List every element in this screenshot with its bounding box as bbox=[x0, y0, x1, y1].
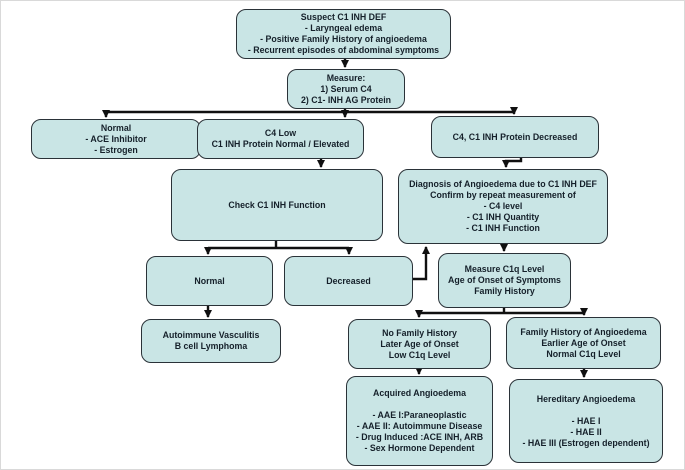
node-c4-c1-decreased: C4, C1 INH Protein Decreased bbox=[431, 116, 599, 158]
node-text-line: Measure: bbox=[326, 72, 366, 83]
node-suspect-c1-inh-def: Suspect C1 INH DEF - Laryngeal edema - P… bbox=[236, 9, 451, 59]
node-function-normal: Normal bbox=[146, 256, 273, 306]
node-normal-ace-estrogen: Normal - ACE Inhibitor - Estrogen bbox=[31, 119, 201, 159]
node-text-line: - Positive Family History of angioedema bbox=[260, 34, 427, 44]
node-text-line: Low C1q Level bbox=[388, 349, 451, 360]
node-check-c1-inh-function: Check C1 INH Function bbox=[171, 169, 383, 241]
node-text-line: Check C1 INH Function bbox=[228, 199, 326, 210]
node-text-line: C1 INH Protein Normal / Elevated bbox=[211, 139, 350, 149]
node-hereditary-angioedema: Hereditary Angioedema - HAE I - HAE II -… bbox=[509, 379, 663, 463]
node-text-line: Hereditary Angioedema bbox=[536, 393, 636, 404]
node-function-decreased: Decreased bbox=[284, 256, 413, 306]
node-text-line: Acquired Angioedema bbox=[372, 388, 467, 398]
node-text-line: Normal bbox=[100, 122, 132, 133]
node-diagnosis-c1-inh-def: Diagnosis of Angioedema due to C1 INH DE… bbox=[398, 169, 608, 244]
node-text-line: - AAE I:Paraneoplastic bbox=[372, 410, 467, 420]
node-text-line: B cell Lymphoma bbox=[174, 341, 248, 351]
node-autoimmune-vasculitis: Autoimmune Vasculitis B cell Lymphoma bbox=[141, 319, 281, 363]
node-text-line: - ACE Inhibitor bbox=[85, 133, 147, 144]
node-text-line: Normal C1q Level bbox=[546, 348, 621, 359]
node-text-line: Later Age of Onset bbox=[380, 338, 459, 349]
node-text-line: 2) C1- INH AG Protein bbox=[300, 94, 392, 105]
node-c4-low: C4 Low C1 INH Protein Normal / Elevated bbox=[197, 119, 364, 159]
node-text-line: - Sex Hormone Dependent bbox=[364, 443, 475, 453]
node-text-line: - Estrogen bbox=[94, 144, 138, 155]
node-text-line: C4 Low bbox=[264, 128, 297, 138]
node-measure-c1q: Measure C1q Level Age of Onset of Sympto… bbox=[438, 253, 571, 308]
node-text-line: - Recurrent episodes of abdominal sympto… bbox=[247, 45, 440, 55]
node-text-line: - C1 INH Function bbox=[466, 223, 540, 233]
node-text-line: Family History of Angioedema bbox=[520, 326, 647, 337]
node-text-line: - AAE II: Autoimmune Disease bbox=[356, 421, 483, 431]
node-text-line: Confirm by repeat measurement of bbox=[430, 190, 576, 200]
node-text-line: - Drug Induced :ACE INH, ARB bbox=[355, 432, 484, 442]
node-text-line: Decreased bbox=[326, 275, 371, 286]
node-text-line: - HAE III (Estrogen dependent) bbox=[522, 437, 650, 448]
node-measure: Measure: 1) Serum C4 2) C1- INH AG Prote… bbox=[287, 69, 405, 109]
node-text-line: Suspect C1 INH DEF bbox=[300, 12, 387, 22]
node-text-line: - HAE I bbox=[571, 415, 601, 426]
node-text-line bbox=[513, 405, 659, 416]
node-text-line: - C4 level bbox=[483, 201, 523, 211]
node-text-line: Autoimmune Vasculitis bbox=[162, 330, 260, 340]
node-text-line: No Family History bbox=[382, 327, 457, 338]
node-text-line: Measure C1q Level bbox=[464, 264, 545, 274]
node-text-line: 1) Serum C4 bbox=[320, 83, 372, 94]
node-text-line: Age of Onset of Symptoms bbox=[448, 275, 561, 285]
node-text-line: Earlier Age of Onset bbox=[541, 337, 626, 348]
node-text-line: - HAE II bbox=[570, 426, 602, 437]
node-family-history: Family History of Angioedema Earlier Age… bbox=[506, 317, 661, 369]
node-text-line: - Laryngeal edema bbox=[304, 23, 383, 33]
node-text-line: - C1 INH Quantity bbox=[466, 212, 540, 222]
node-text-line bbox=[350, 399, 489, 410]
node-no-family-history: No Family History Later Age of Onset Low… bbox=[348, 319, 491, 369]
node-text-line: C4, C1 INH Protein Decreased bbox=[452, 131, 578, 142]
node-text-line: Diagnosis of Angioedema due to C1 INH DE… bbox=[409, 179, 597, 189]
node-acquired-angioedema: Acquired Angioedema - AAE I:Paraneoplast… bbox=[346, 376, 493, 466]
node-text-line: Normal bbox=[194, 275, 225, 286]
node-text-line: Family History bbox=[474, 286, 535, 296]
